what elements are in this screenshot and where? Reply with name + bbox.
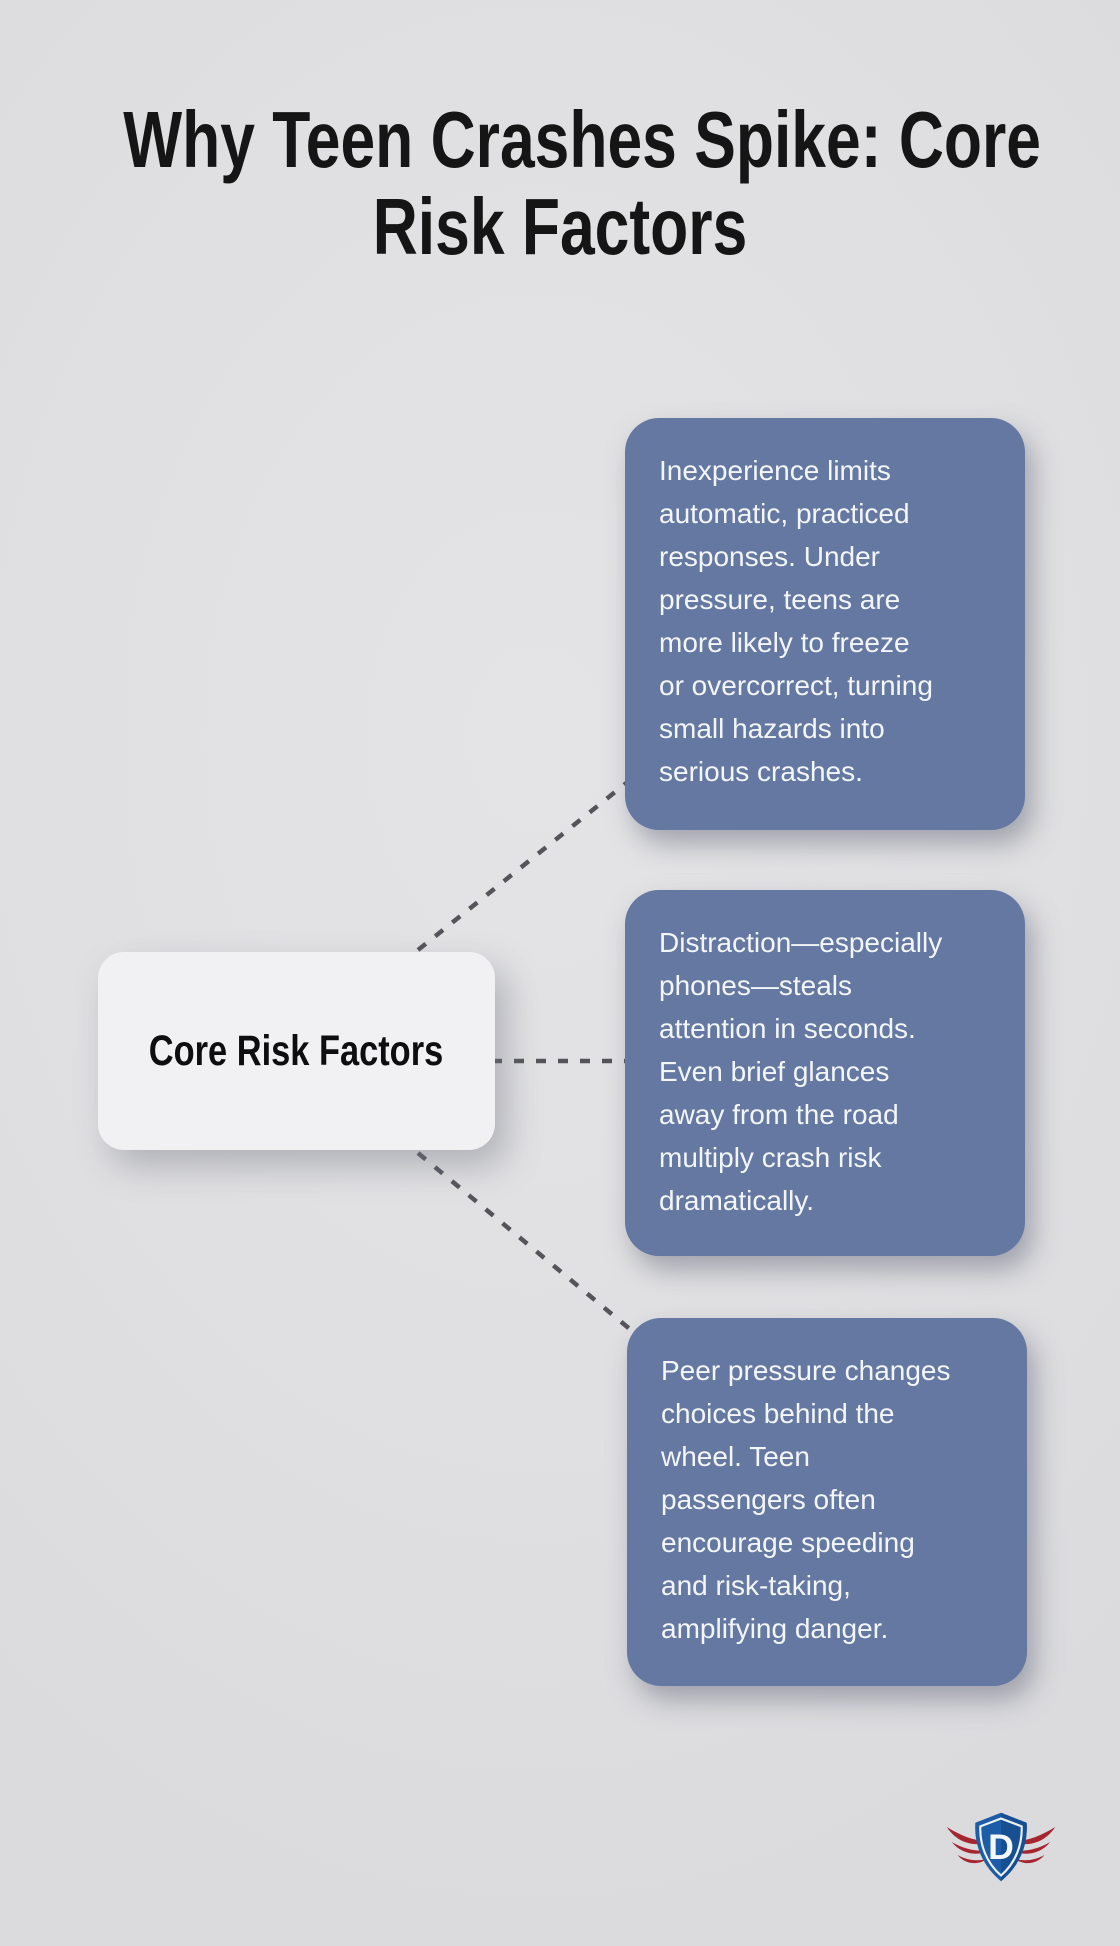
branch-box-distraction: Distraction—especially phones—steals att…: [625, 890, 1025, 1256]
logo-shield-outline: [979, 1817, 1023, 1877]
branch-box-inexperience: Inexperience limits automatic, practiced…: [625, 418, 1025, 830]
branch-text-peer-pressure: Peer pressure changes choices behind the…: [661, 1355, 951, 1644]
connector-line-bottom: [416, 1151, 657, 1352]
central-node: Core Risk Factors: [98, 952, 495, 1150]
logo-shield-shade: [1001, 1812, 1027, 1882]
connector-line-top: [416, 758, 657, 952]
brand-logo: D: [944, 1808, 1058, 1886]
branch-box-peer-pressure: Peer pressure changes choices behind the…: [627, 1318, 1027, 1686]
page-title-line-2: Risk Factors: [372, 182, 748, 271]
central-node-label: Core Risk Factors: [149, 1026, 444, 1075]
logo-letter: D: [988, 1827, 1014, 1867]
page-title-line-1: Why Teen Crashes Spike: Core: [123, 95, 1041, 184]
page-title: Why Teen Crashes Spike: Core Risk Factor…: [0, 96, 1120, 270]
branch-text-distraction: Distraction—especially phones—steals att…: [659, 927, 943, 1216]
shield-wings-logo-icon: D: [946, 1812, 1056, 1882]
branch-text-inexperience: Inexperience limits automatic, practiced…: [659, 455, 933, 787]
